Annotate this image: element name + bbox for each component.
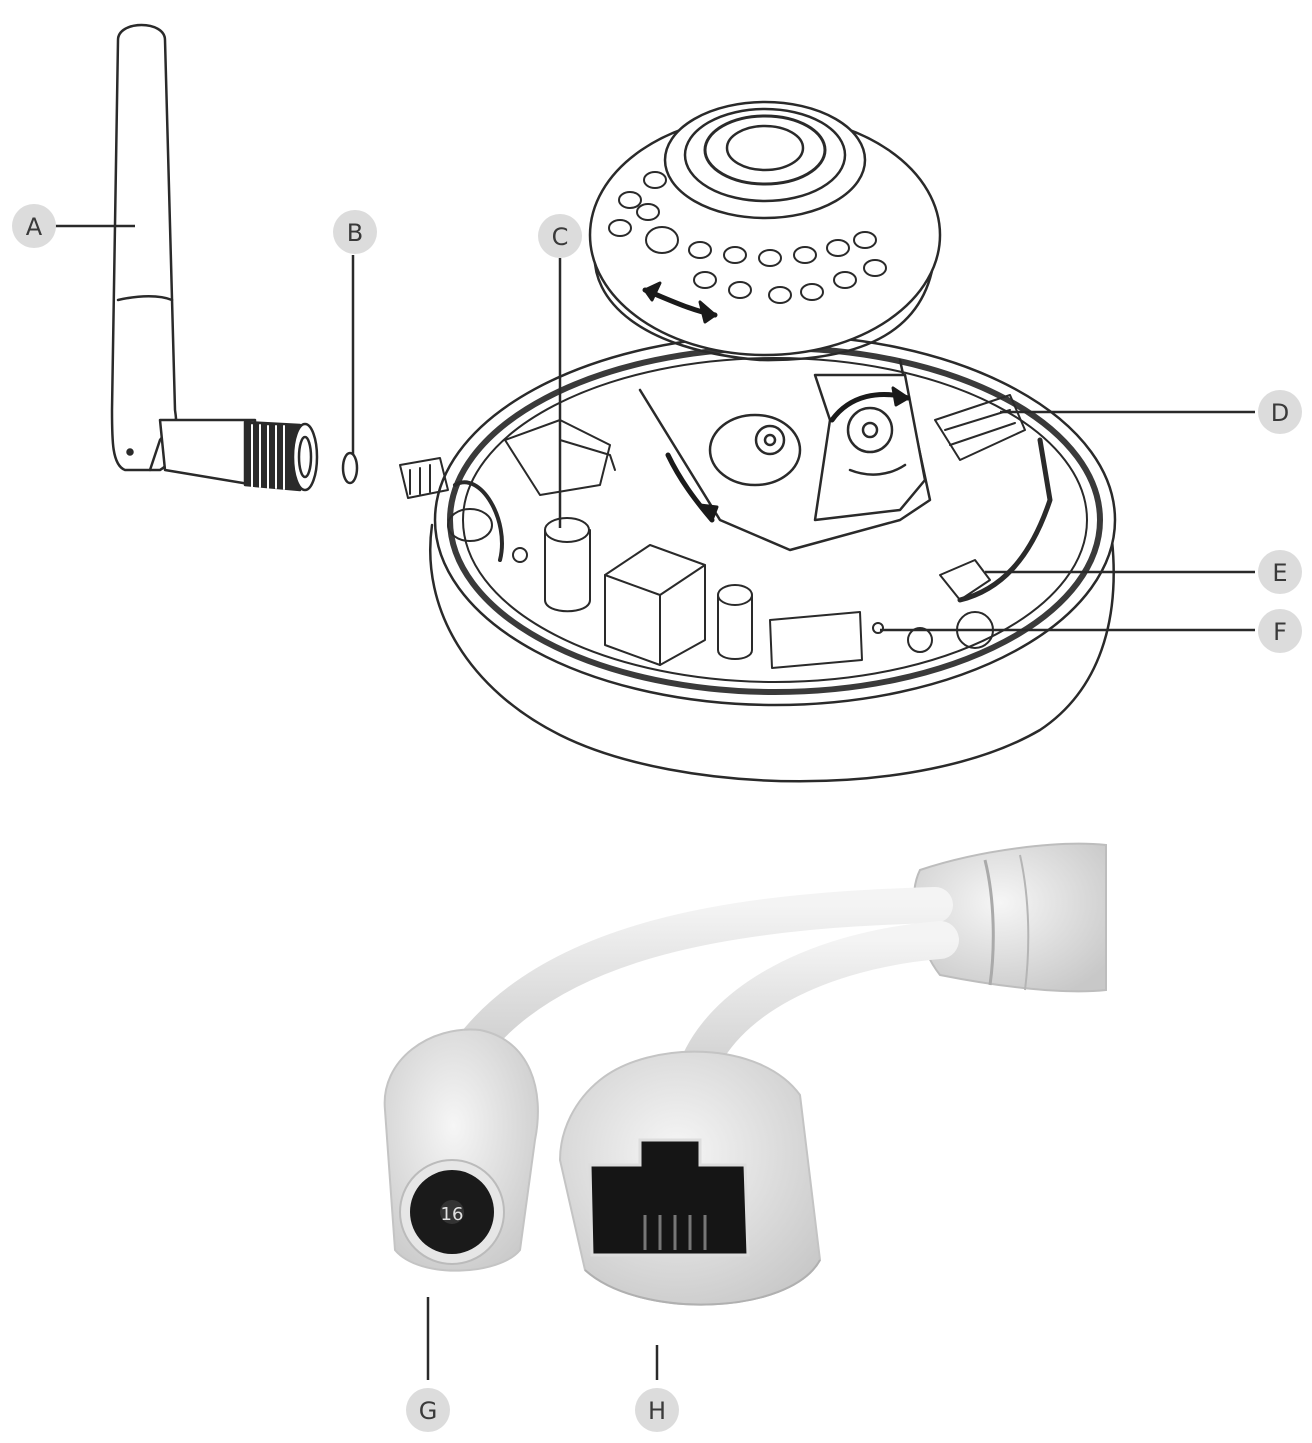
dc-power-jack: 16 [383,1028,539,1272]
callout-f: F [1258,609,1302,653]
wifi-antenna [110,23,319,492]
callout-g: G [406,1388,450,1432]
rotation-arrows [642,281,911,523]
callout-b: B [333,210,377,254]
antenna-washer [341,451,359,485]
callout-a-letter: A [26,213,43,241]
callout-e-letter: E [1272,559,1287,587]
callout-c-letter: C [552,223,569,251]
callout-h: H [635,1388,679,1432]
callout-badges: A B C D E F G H [12,204,1302,1432]
rj45-ethernet-jack [558,1050,822,1306]
power-lead [452,887,953,1068]
callout-g-letter: G [419,1397,438,1425]
callout-d: D [1258,390,1302,434]
power-jack-marking: 16 [441,1204,464,1225]
ir-led-ring [608,171,887,304]
camera-head [588,100,942,362]
callout-f-letter: F [1273,618,1287,646]
ethernet-lead [676,921,959,1094]
circuit-board [399,394,1053,669]
callout-d-letter: D [1271,399,1289,427]
callout-h-letter: H [648,1397,666,1425]
callout-c: C [538,214,582,258]
dome-camera-illustration [110,23,1117,783]
leader-lines [55,224,1255,1380]
callout-b-letter: B [347,219,363,247]
callout-e: E [1258,550,1302,594]
callout-a: A [12,204,56,248]
rj45-port-opening [588,1138,750,1257]
cable-connectors-illustration: 16 [383,842,1107,1306]
